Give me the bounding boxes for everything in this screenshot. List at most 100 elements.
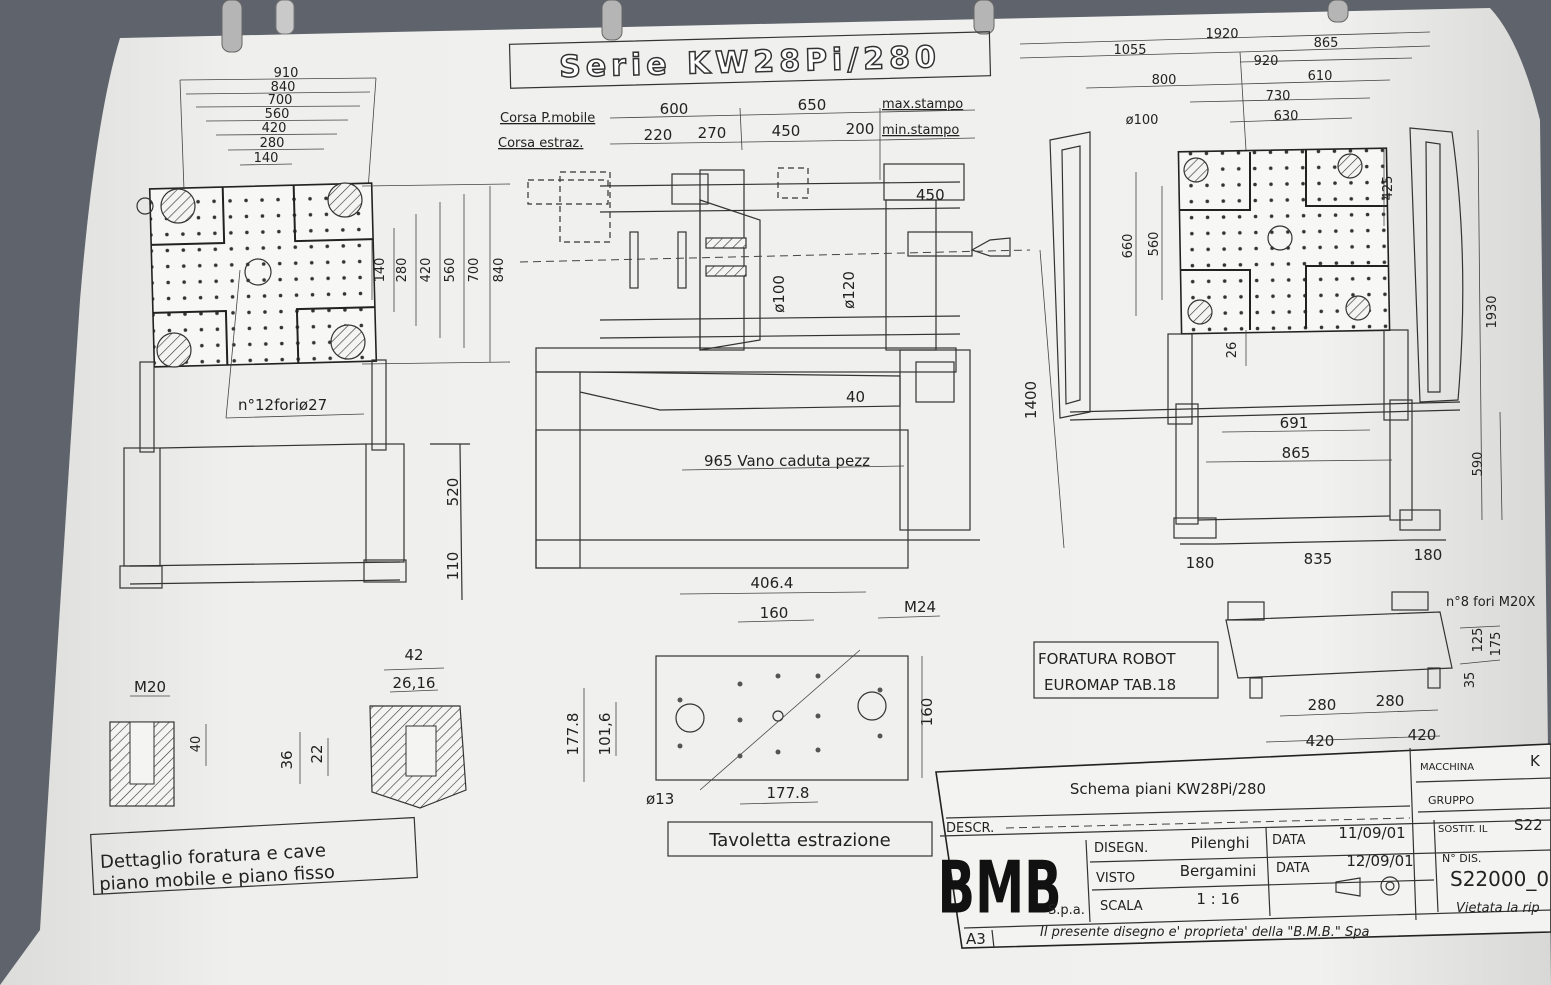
dim-420: 420 xyxy=(262,121,287,136)
dim-175: 175 xyxy=(1489,632,1504,657)
dim-691: 691 xyxy=(1280,414,1309,432)
front-view-platen: 910 840 700 560 420 280 140 xyxy=(119,66,511,601)
width-dimensions: 910 840 700 560 420 280 140 xyxy=(254,66,299,166)
dim-1055: 1055 xyxy=(1113,43,1146,58)
gruppo-label: GRUPPO xyxy=(1428,794,1474,807)
foot-height-110: 110 xyxy=(444,552,462,581)
robot-flange-outline xyxy=(1033,591,1453,699)
series-title: Serie KW28Pi/280 xyxy=(559,40,942,85)
dim-160-top: 160 xyxy=(760,604,789,622)
label-corsa-estraz: Corsa estraz. xyxy=(498,136,583,151)
dim-910: 910 xyxy=(274,66,299,81)
dim-1930: 1930 xyxy=(1485,295,1500,328)
dim-730: 730 xyxy=(1266,89,1291,104)
dia-120: ø120 xyxy=(840,271,858,309)
stroke-dimension-lines xyxy=(609,107,976,180)
dim-177-8-vertical: 177.8 xyxy=(564,713,582,756)
rear-t-slots xyxy=(1180,150,1388,330)
height-dimension-lines xyxy=(361,183,511,365)
dim-270: 270 xyxy=(698,124,727,142)
top-dimensions: 1920 1055 865 920 800 610 730 630 ø100 xyxy=(1113,27,1338,128)
spa-label: S.p.a. xyxy=(1048,903,1085,918)
dim-610: 610 xyxy=(1308,69,1333,84)
ejector-plate-outline xyxy=(655,655,909,781)
tie-bar-holes xyxy=(136,182,366,368)
scala-value: 1 : 16 xyxy=(1196,890,1239,908)
rear-tie-bar-holes xyxy=(1183,153,1371,325)
ndis-value: S22000_0 xyxy=(1450,867,1549,891)
label-min-stampo: min.stampo xyxy=(882,123,959,138)
ejector-holes xyxy=(677,673,883,759)
dim-22: 22 xyxy=(308,744,326,763)
thread-m20: M20 xyxy=(134,678,166,696)
label-max-stampo: max.stampo xyxy=(882,97,963,112)
sostit-label: SOSTIT. IL xyxy=(1438,824,1488,835)
dim-101-6: 101,6 xyxy=(596,713,614,756)
dim-26-16: 26,16 xyxy=(393,674,436,692)
side-view-machine: Corsa P.mobile Corsa estraz. 600 650 220… xyxy=(498,96,1065,569)
dim-h-420: 420 xyxy=(419,258,434,283)
description-title: Schema piani KW28Pi/280 xyxy=(1070,780,1266,798)
height-1400-line xyxy=(1039,249,1065,549)
ndis-label: N° DIS. xyxy=(1442,852,1481,865)
dim-180-left: 180 xyxy=(1186,554,1215,572)
sostit-value: S22 xyxy=(1514,816,1543,834)
platen-body xyxy=(148,182,378,368)
projection-symbol-icon xyxy=(1335,876,1400,897)
machine-base-front xyxy=(119,359,470,601)
rear-base xyxy=(1167,329,1446,545)
dim-920: 920 xyxy=(1254,54,1279,69)
rear-center-bore xyxy=(1267,225,1293,251)
footer-right: Vietata la rip xyxy=(1456,901,1540,916)
dim-180-right: 180 xyxy=(1414,546,1443,564)
holes-note: n°12foriø27 xyxy=(238,396,327,414)
dim-560-rear: 560 xyxy=(1147,232,1162,257)
dim-h-280: 280 xyxy=(395,258,410,283)
dim-420-right: 420 xyxy=(1408,726,1437,744)
detail-caption-box xyxy=(90,816,418,896)
dim-177-8-horizontal: 177.8 xyxy=(767,784,810,802)
date-2: 12/09/01 xyxy=(1346,852,1413,870)
dim-425: 425 xyxy=(1381,176,1396,201)
centerline xyxy=(519,249,1031,263)
stroke-dimensions: 600 650 220 270 450 200 xyxy=(644,96,875,144)
series-title-banner: Serie KW28Pi/280 xyxy=(508,31,992,89)
descr-label: DESCR. xyxy=(946,821,994,836)
dim-h-840: 840 xyxy=(492,258,507,283)
dim-865: 865 xyxy=(1314,36,1339,51)
side-machine-frame xyxy=(527,163,980,569)
dim-h-700: 700 xyxy=(467,258,482,283)
center-bore xyxy=(244,258,272,286)
t-slots xyxy=(151,185,375,365)
dim-660: 660 xyxy=(1121,234,1136,259)
dim-140: 140 xyxy=(254,151,279,166)
dia-13: ø13 xyxy=(646,790,674,808)
drop-zone-label: 965 Vano caduta pezz xyxy=(704,452,870,470)
dim-h-140: 140 xyxy=(373,258,388,283)
dim-200: 200 xyxy=(846,120,875,138)
dim-420-left: 420 xyxy=(1306,732,1335,750)
top-dimension-lines xyxy=(1019,31,1431,151)
side-dimensions: 425 660 560 26 1930 590 xyxy=(1121,176,1500,477)
dim-630: 630 xyxy=(1274,109,1299,124)
thread-m24: M24 xyxy=(904,598,936,616)
dim-40: 40 xyxy=(846,388,865,406)
data-label-1: DATA xyxy=(1272,833,1306,848)
format-a3: A3 xyxy=(966,930,986,948)
robot-label-line1: FORATURA ROBOT xyxy=(1038,650,1176,668)
dim-650: 650 xyxy=(798,96,827,114)
robot-flange: FORATURA ROBOT EUROMAP TAB.18 n°8 fori M… xyxy=(1033,591,1536,750)
nozzle xyxy=(970,237,1011,257)
dim-160-vertical: 160 xyxy=(918,698,936,727)
dim-220: 220 xyxy=(644,126,673,144)
visto-name: Bergamini xyxy=(1180,862,1257,880)
dim-280: 280 xyxy=(260,136,285,151)
property-footer: Il presente disegno e' proprieta' della … xyxy=(1040,925,1369,940)
scala-label: SCALA xyxy=(1100,899,1143,914)
visto-label: VISTO xyxy=(1096,871,1135,886)
dim-406-4: 406.4 xyxy=(751,574,794,592)
holes-leader xyxy=(225,269,241,419)
label-corsa-mobile: Corsa P.mobile xyxy=(500,111,595,126)
dim-26: 26 xyxy=(1225,342,1240,359)
